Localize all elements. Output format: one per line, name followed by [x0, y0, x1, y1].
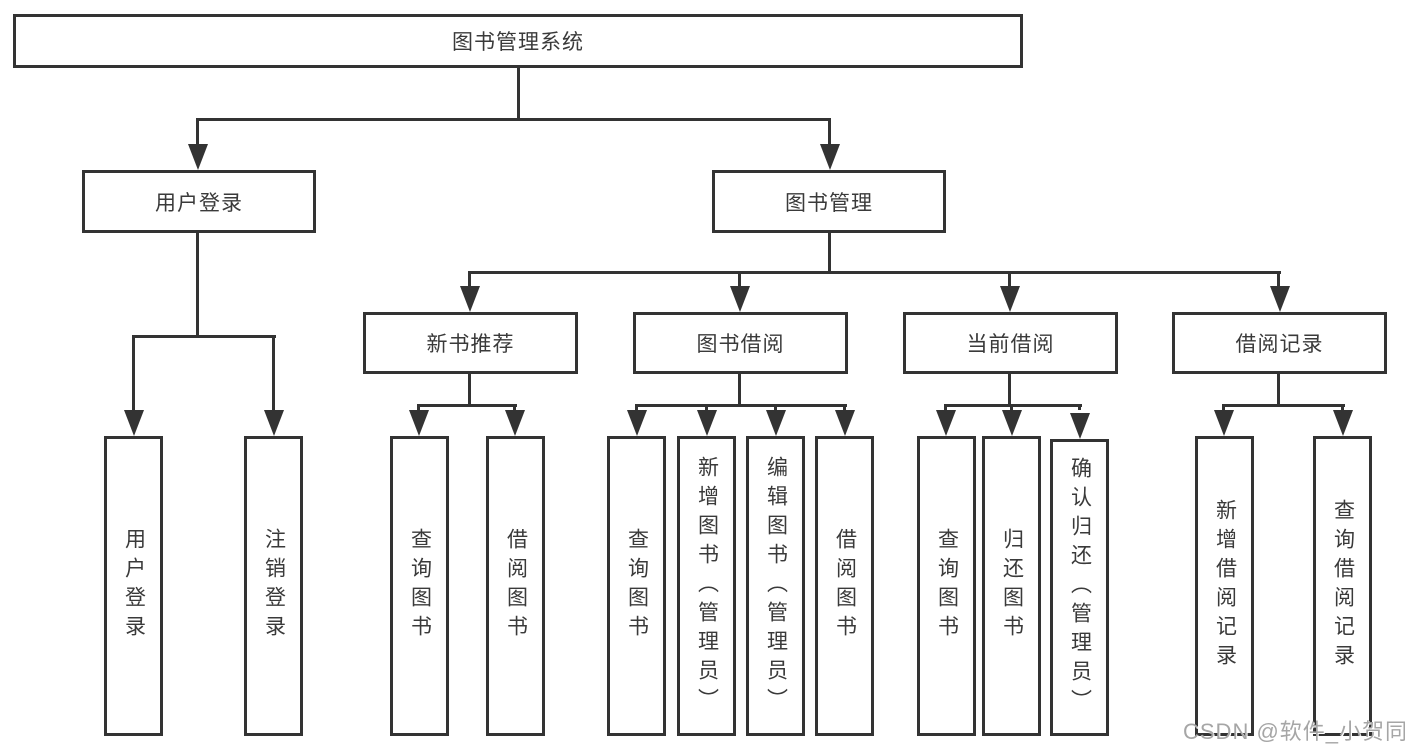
- connector-line: [417, 404, 420, 410]
- leaf-query-books-current: 查询图书: [917, 436, 976, 736]
- leaf-logout: 注销登录: [244, 436, 303, 736]
- arrow-down: [820, 144, 840, 170]
- node-new-book-recommendation: 新书推荐: [363, 312, 578, 374]
- leaf-return-books: 归还图书: [982, 436, 1041, 736]
- leaf-query-books-borrowing: 查询图书: [607, 436, 666, 736]
- node-book-management: 图书管理: [712, 170, 946, 233]
- connector-line: [132, 335, 135, 410]
- connector-line: [196, 118, 199, 144]
- connector-line: [196, 231, 199, 335]
- leaf-query-books-recommend: 查询图书: [390, 436, 449, 736]
- connector-line: [468, 372, 471, 404]
- connector-line: [469, 271, 1281, 274]
- connector-line: [636, 404, 847, 407]
- arrow-down: [505, 410, 525, 436]
- connector-line: [843, 404, 846, 410]
- arrow-down: [697, 410, 717, 436]
- connector-line: [828, 231, 831, 271]
- connector-line: [1008, 372, 1011, 404]
- arrow-down: [1214, 410, 1234, 436]
- leaf-query-borrow-record: 查询借阅记录: [1313, 436, 1372, 736]
- node-library-system: 图书管理系统: [13, 14, 1023, 68]
- arrow-down: [627, 410, 647, 436]
- leaf-borrow-books: 借阅图书: [815, 436, 874, 736]
- connector-line: [133, 335, 276, 338]
- connector-line: [418, 404, 517, 407]
- connector-line: [1277, 271, 1280, 286]
- connector-line: [1008, 271, 1011, 286]
- connector-line: [944, 404, 947, 410]
- arrow-down: [264, 410, 284, 436]
- leaf-edit-book-admin: 编辑图书（管理员）: [746, 436, 805, 736]
- connector-line: [468, 271, 471, 286]
- leaf-borrow-books-recommend: 借阅图书: [486, 436, 545, 736]
- arrow-down: [124, 410, 144, 436]
- arrow-down: [188, 144, 208, 170]
- watermark-text: CSDN @软件_小贺同学: [1183, 719, 1405, 744]
- arrow-down: [1070, 413, 1090, 439]
- connector-line: [705, 404, 708, 410]
- leaf-user-login: 用户登录: [104, 436, 163, 736]
- arrow-down: [835, 410, 855, 436]
- arrow-down: [409, 410, 429, 436]
- connector-line: [1078, 404, 1081, 410]
- arrow-down: [936, 410, 956, 436]
- connector-line: [1223, 404, 1345, 407]
- arrow-down: [460, 286, 480, 312]
- connector-line: [1277, 372, 1280, 404]
- node-current-borrowing: 当前借阅: [903, 312, 1118, 374]
- arrow-down: [730, 286, 750, 312]
- arrow-down: [1002, 410, 1022, 436]
- leaf-confirm-return-admin: 确认归还（管理员）: [1050, 439, 1109, 736]
- connector-line: [1341, 404, 1344, 410]
- arrow-down: [766, 410, 786, 436]
- connector-line: [738, 271, 741, 286]
- node-borrowing-records: 借阅记录: [1172, 312, 1387, 374]
- connector-line: [1010, 404, 1013, 410]
- connector-line: [513, 404, 516, 410]
- connector-line: [945, 404, 1082, 407]
- connector-line: [828, 118, 831, 144]
- arrow-down: [1270, 286, 1290, 312]
- leaf-add-borrow-record: 新增借阅记录: [1195, 436, 1254, 736]
- connector-line: [774, 404, 777, 410]
- arrow-down: [1000, 286, 1020, 312]
- connector-line: [272, 335, 275, 410]
- node-book-borrowing: 图书借阅: [633, 312, 848, 374]
- connector-line: [635, 404, 638, 410]
- node-user-login: 用户登录: [82, 170, 316, 233]
- connector-line: [1222, 404, 1225, 410]
- leaf-add-book-admin: 新增图书（管理员）: [677, 436, 736, 736]
- connector-line: [517, 66, 520, 118]
- connector-line: [738, 372, 741, 404]
- connector-line: [197, 118, 831, 121]
- arrow-down: [1333, 410, 1353, 436]
